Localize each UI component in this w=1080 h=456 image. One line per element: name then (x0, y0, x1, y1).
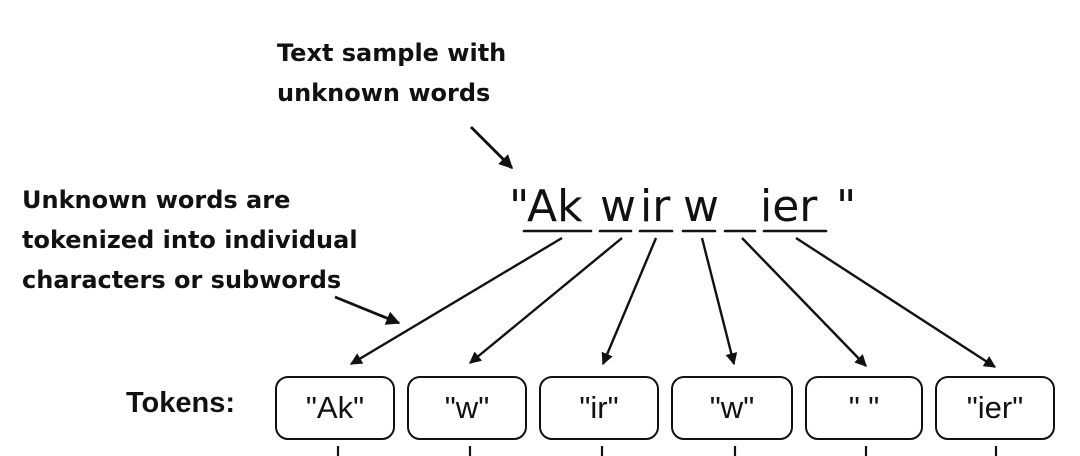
unknown-words-annotation: Unknown words are tokenized into individ… (22, 180, 358, 300)
sample-segment-ak: Ak (527, 181, 583, 232)
arrow-w2 (700, 237, 738, 366)
token-box-ir: "ir" (539, 376, 659, 440)
arrow-space (741, 237, 867, 367)
unknown-annotation-line-1: Unknown words are (22, 186, 291, 214)
unknown-annotation-arrow (334, 295, 401, 325)
unknown-annotation-line-2: tokenized into individual (22, 226, 358, 254)
sample-annotation: Text sample with unknown words (277, 33, 506, 113)
sample-segment-ir: ir (640, 181, 671, 232)
arrow-ier (795, 236, 997, 369)
unknown-annotation-line-3: characters or subwords (22, 266, 342, 294)
sample-word: " Ak w ir w ier " (509, 181, 856, 232)
token-arrows (349, 236, 997, 369)
token-box-space: " " (805, 376, 923, 440)
arrow-ak (349, 236, 563, 366)
sample-segment-w2: w (683, 181, 719, 232)
sample-annotation-line-1: Text sample with (277, 39, 507, 67)
sample-close-quote: " (836, 181, 856, 232)
arrow-w1 (469, 237, 623, 364)
token-box-w2: "w" (671, 376, 793, 440)
arrow-ir (601, 237, 658, 366)
sample-open-quote: " (509, 181, 529, 232)
sample-segment-ier: ier (760, 181, 818, 232)
sample-annotation-arrow (470, 126, 513, 169)
annotation-arrows (334, 126, 513, 325)
token-box-ak: "Ak" (275, 376, 395, 440)
tokens-label: Tokens: (126, 387, 236, 419)
sample-segment-w1: w (600, 181, 636, 232)
token-ticks (336, 446, 998, 456)
token-box-ier: "ier" (935, 376, 1055, 440)
sample-annotation-line-2: unknown words (277, 79, 491, 107)
token-box-w1: "w" (407, 376, 527, 440)
